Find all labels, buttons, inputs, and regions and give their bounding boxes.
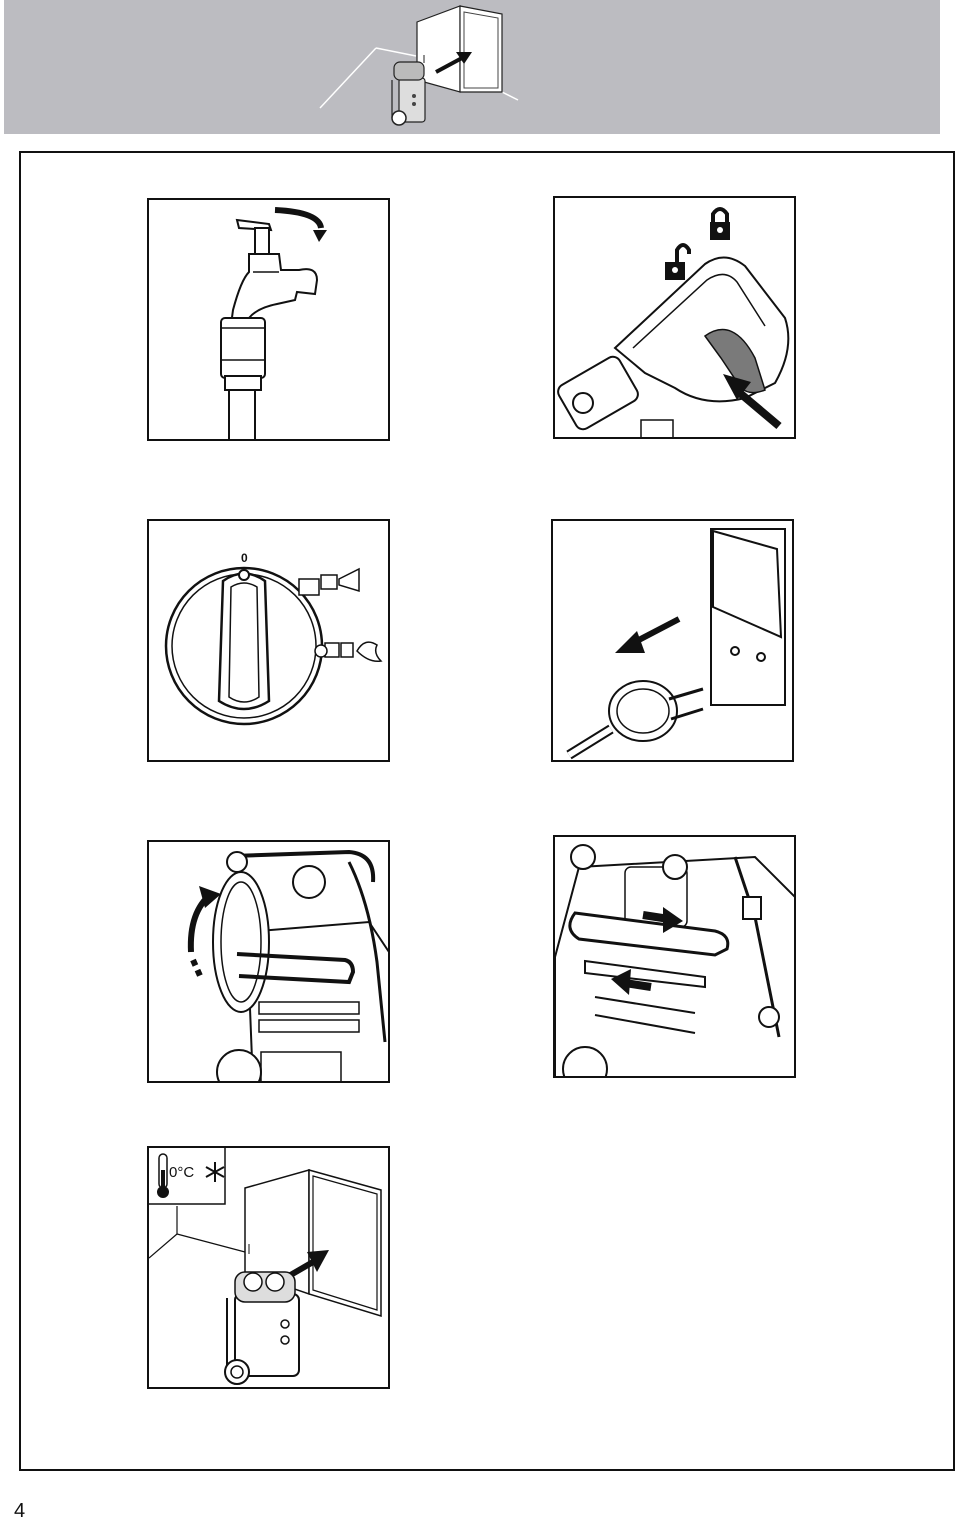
instruction-frame — [19, 151, 955, 1471]
plug-icon — [566, 528, 786, 760]
panel-store-gun — [553, 835, 796, 1078]
dial-zero-label: 0 — [241, 551, 248, 565]
panel-frost-storage: 0°C — [147, 1146, 390, 1389]
header-illustration — [319, 5, 519, 126]
room-storage-illustration — [149, 1148, 382, 1385]
lock-icon — [557, 207, 790, 437]
tap-turn-icon — [220, 207, 327, 439]
snowflake-icon — [205, 1162, 225, 1182]
panel-switch-off-dial: 0 — [147, 519, 390, 762]
panel-trigger-lock — [553, 196, 796, 439]
hose-reel-icon — [187, 849, 388, 1081]
thermometer-icon — [157, 1153, 169, 1198]
panel-wind-hose — [147, 840, 390, 1083]
panel-unplug-mains — [551, 519, 794, 762]
rotary-switch-icon — [164, 566, 383, 726]
panel-close-water-tap — [147, 198, 390, 441]
page-number: 4 — [14, 1500, 26, 1522]
header-band — [4, 0, 940, 134]
gun-holder-icon — [555, 844, 794, 1076]
temperature-label: 0°C — [169, 1164, 195, 1181]
